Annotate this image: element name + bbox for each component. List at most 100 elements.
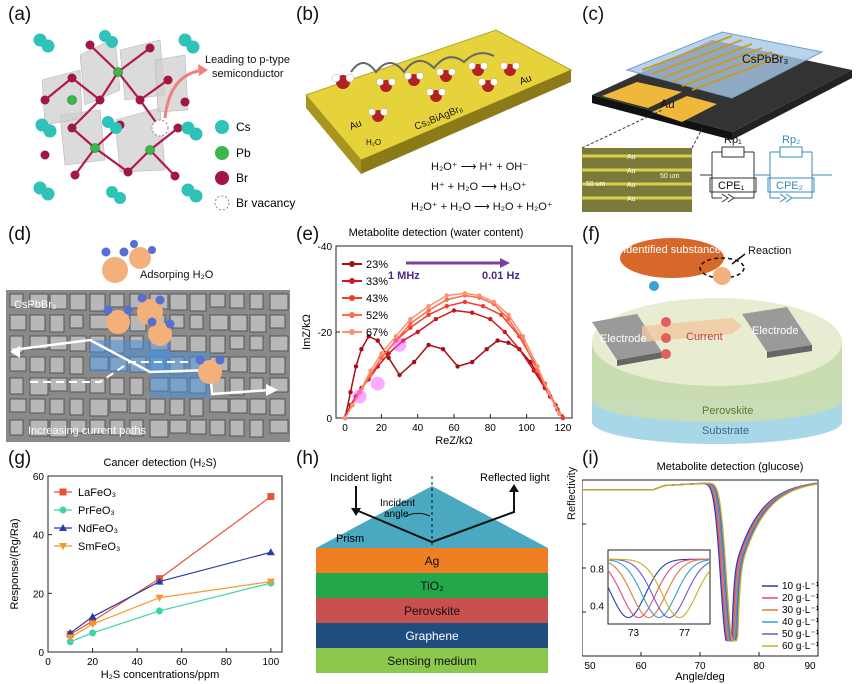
sem-cube	[269, 335, 289, 352]
legend-br-vacancy: Br vacancy	[236, 196, 295, 210]
svg-text:Au: Au	[627, 154, 636, 161]
chart-e-point	[426, 304, 431, 309]
chart-i-legend: 10 g·L⁻¹20 g·L⁻¹30 g·L⁻¹40 g·L⁻¹50 g·L⁻¹…	[762, 581, 820, 652]
chart-g-point	[155, 577, 164, 585]
chart-i-series-line	[582, 482, 817, 642]
sem-cube	[69, 314, 84, 329]
sem-cube	[29, 377, 49, 396]
chart-i-ticks: 50607080900.20.40.60.81.0	[582, 479, 819, 672]
chart-g-point	[66, 634, 75, 642]
panel-label-a: (a)	[8, 4, 32, 25]
chart-e-point	[462, 291, 468, 296]
chart-g-title: Cancer detection (H₂S)	[103, 457, 216, 469]
chart-e-legend-label: 23%	[366, 259, 388, 271]
panel-a-crystal-structure: Leading to p-type semiconductor Cs Pb Br…	[33, 30, 295, 211]
chart-e-y-tick: -40	[318, 242, 333, 253]
chart-i-ylabel: Reflectivity	[566, 466, 578, 520]
cpe1-label: CPE₁	[718, 180, 745, 192]
sem-cube	[9, 293, 24, 308]
chart-e-point	[469, 359, 475, 365]
panel-label-g: (g)	[8, 448, 32, 469]
svg-text:50 um: 50 um	[660, 173, 680, 180]
chart-e-series	[342, 291, 566, 421]
chart-g-point	[88, 612, 97, 620]
panel-label-d: (d)	[8, 224, 32, 245]
sem-cube	[9, 398, 27, 413]
br-vacancy-in-lattice	[151, 119, 169, 137]
freq-start-label: 1 MHz	[388, 270, 420, 282]
chart-e-x-tick: 100	[518, 423, 535, 434]
chart-e-legend-label: 43%	[366, 293, 388, 305]
chart-g-point	[59, 524, 67, 531]
electrode-left	[592, 314, 662, 360]
chart-e-point	[560, 415, 566, 421]
chart-e-x-tick: 0	[342, 423, 348, 434]
slab-side	[306, 95, 361, 174]
layer-band	[316, 648, 548, 673]
electrode-left-label: Electrode	[600, 333, 646, 345]
reaction-equations: H₂O⁺ ⟶ H⁺ + OH⁻ H⁺ + H₂O ⟶ H₃O⁺ H₂O⁺ + H…	[411, 161, 553, 213]
chart-e-point	[357, 390, 362, 395]
chart-e-highlight	[392, 337, 407, 352]
chart-i-legend-label: 40 g·L⁻¹	[782, 617, 820, 628]
adsorbing-title: Adsorping H₂O	[140, 269, 214, 281]
chart-e-point	[520, 334, 526, 339]
au-pad-right	[652, 96, 717, 122]
chart-e-y-tick: -20	[318, 328, 333, 339]
sem-cube	[89, 314, 109, 330]
chart-e-point	[379, 351, 384, 356]
sem-cube	[189, 293, 207, 312]
chart-g-point	[155, 594, 164, 602]
svg-text:H⁺ + H₂O ⟶ H₃O⁺: H⁺ + H₂O ⟶ H₃O⁺	[431, 181, 527, 193]
au-label: Au	[660, 97, 675, 111]
chart-g-y-tick: 0	[38, 648, 44, 659]
sem-cube	[229, 314, 248, 332]
chart-i-inset-line	[607, 559, 711, 619]
chart-i-legend-label: 50 g·L⁻¹	[782, 629, 820, 640]
svg-text:Au: Au	[627, 168, 636, 175]
chart-e-legend-label: 33%	[366, 276, 388, 288]
chart-g-point	[89, 629, 97, 637]
cs-atoms	[33, 30, 203, 204]
proton-hops	[350, 52, 495, 74]
layer-band	[316, 598, 548, 623]
panel-d-sem: CsPbBr₃ Increasing current paths Adsorpi…	[6, 240, 290, 442]
chart-e-point	[531, 368, 537, 373]
svg-text:50 um: 50 um	[586, 181, 606, 188]
chart-e-point	[426, 342, 431, 348]
chart-e-legend-label: 67%	[366, 327, 388, 339]
chart-g-point	[66, 638, 74, 646]
chart-e-point	[480, 304, 486, 309]
layer-label: Perovskite	[404, 604, 460, 618]
chart-e-x-tick: 60	[448, 423, 460, 434]
panel-label-e: (e)	[296, 224, 320, 245]
panel-a-legend: Cs Pb Br Br vacancy	[214, 120, 295, 211]
water-label: H₂O	[366, 138, 381, 147]
sem-cube	[49, 293, 68, 310]
chart-e-point	[408, 325, 413, 330]
chart-e-point	[488, 316, 493, 322]
sem-cube	[9, 314, 27, 331]
prism	[316, 486, 548, 548]
sem-cube	[89, 293, 106, 312]
sem-cube	[189, 314, 204, 330]
sem-cube	[89, 398, 109, 417]
chart-g-series-line	[69, 581, 271, 638]
chart-e-point	[393, 338, 399, 343]
chart-e-point	[348, 390, 353, 395]
chart-e-point	[491, 299, 497, 305]
chart-e-point	[455, 364, 460, 369]
panel-label-i: (i)	[582, 448, 599, 469]
sem-cube	[69, 356, 84, 375]
au-pad-left	[602, 82, 682, 108]
chart-i-legend-label: 60 g·L⁻¹	[782, 641, 820, 652]
chart-i-xlabel: Angle/deg	[675, 671, 725, 683]
chart-e-point	[397, 372, 402, 378]
layer-label: TiO₂	[420, 579, 444, 593]
chart-e-point	[426, 308, 431, 313]
reaction-label: Reaction	[748, 245, 791, 257]
chart-e-point	[451, 308, 457, 313]
sem-cube	[249, 419, 264, 438]
